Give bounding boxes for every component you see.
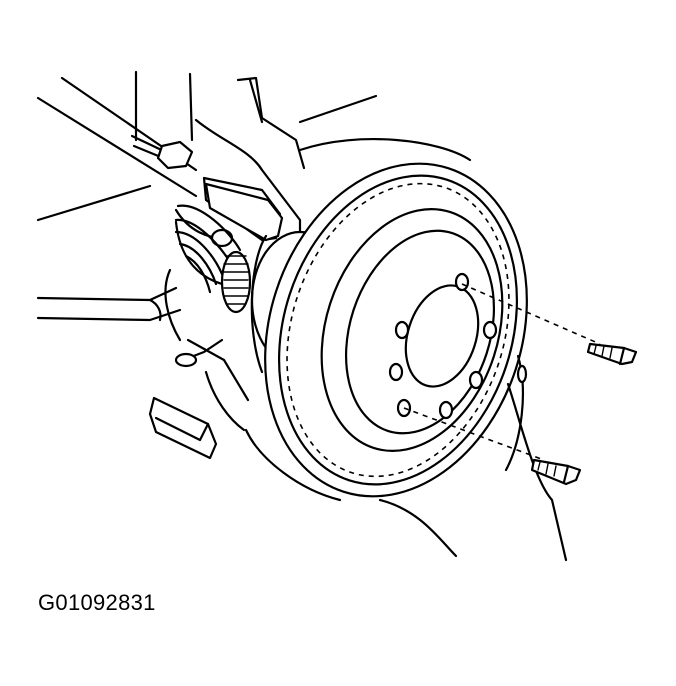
dust-shield	[244, 354, 568, 562]
lug-hole-icon	[394, 320, 410, 340]
figure-id-label: G01092831	[38, 590, 156, 615]
lower-control-arm	[36, 286, 182, 322]
rotor-retaining-screws	[403, 283, 638, 486]
line-fitting-nut-icon	[156, 140, 194, 170]
brake-line	[130, 76, 306, 170]
lug-holes	[388, 272, 498, 420]
lug-hole-icon	[482, 320, 498, 340]
upper-frame-lines	[36, 70, 378, 222]
lug-hole-icon	[468, 370, 484, 390]
screw-icon	[586, 342, 638, 366]
lug-hole-icon	[454, 272, 470, 292]
caliper-bracket	[148, 370, 246, 460]
axle-boot	[174, 204, 252, 314]
lug-hole-icon	[438, 400, 454, 420]
screw-icon	[530, 458, 582, 486]
lug-hole-icon	[388, 362, 404, 382]
